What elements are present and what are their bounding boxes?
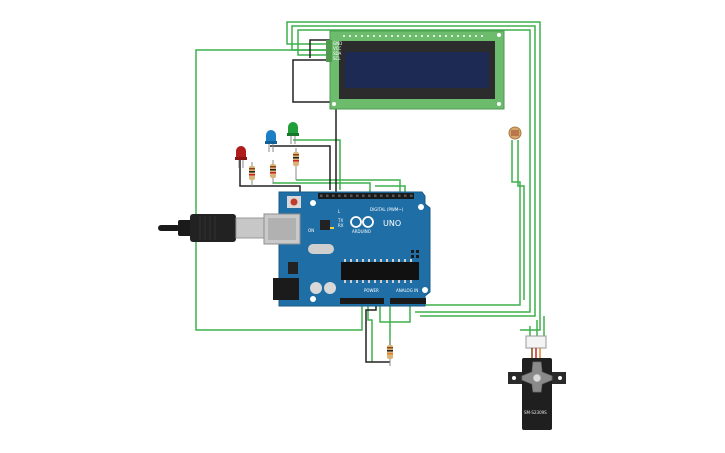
servo-model-text: SM-S2309S (524, 410, 547, 415)
lcd-mount-hole (332, 102, 336, 106)
resistor-blue-led[interactable] (270, 160, 276, 184)
capacitor (324, 282, 336, 294)
usb-cable[interactable] (158, 214, 267, 242)
capacitor (310, 282, 322, 294)
l-label: L (338, 209, 341, 214)
led-blue-body (266, 130, 276, 142)
crystal-oscillator (308, 244, 334, 254)
wire-bottom-black[interactable] (365, 300, 390, 363)
rx-label: RX (338, 223, 344, 228)
usb-cable-tail (158, 225, 180, 231)
servo-connector[interactable] (525, 335, 547, 349)
resistor-green-led[interactable] (293, 148, 299, 180)
board-mount-hole (418, 204, 424, 210)
atmega-chip (341, 262, 419, 280)
wire-lcd-black-2[interactable] (309, 39, 330, 58)
board-mount-hole (310, 296, 316, 302)
analog-header[interactable] (390, 298, 426, 304)
servo-shaft (532, 373, 542, 383)
tx-label: TX (337, 218, 343, 223)
wire-bottom-3[interactable] (379, 300, 411, 323)
resistor-red-led[interactable] (249, 162, 255, 186)
lcd-mount-hole (497, 102, 501, 106)
usb-metal-shell (235, 217, 267, 239)
wire-ldr-2[interactable] (517, 140, 525, 300)
lcd-header-pins (343, 35, 483, 37)
resistor-bottom[interactable] (387, 340, 393, 366)
regulator (288, 262, 298, 274)
power-header[interactable] (340, 298, 384, 304)
wire-left-loop[interactable] (195, 49, 363, 331)
atmega-pins (344, 259, 412, 283)
wire-blue-led-black[interactable] (270, 145, 331, 190)
led-green-body (288, 122, 298, 134)
digital-pin-holes[interactable] (320, 194, 413, 198)
green-wires[interactable] (195, 21, 545, 362)
wire-led-res-1[interactable] (273, 182, 371, 192)
arduino-uno[interactable]: DIGITAL (PWM~) ARDUINO UNO TX RX L ON PO… (263, 191, 431, 307)
lcd-pin-vcc: VCC (333, 46, 342, 51)
lcd-mount-hole (497, 33, 501, 37)
led-green-base (287, 133, 299, 136)
led-red-base (235, 157, 247, 160)
wire-board-top-3[interactable] (375, 185, 406, 192)
reset-button[interactable] (290, 198, 298, 206)
led-blue[interactable] (265, 130, 277, 152)
led-blue-base (265, 141, 277, 144)
board-mount-hole (310, 200, 316, 206)
led-red-body (236, 146, 246, 158)
servo-motor[interactable]: SM-S2309S (508, 335, 566, 430)
lcd-pin-scl: SCL (333, 56, 341, 61)
analog-header-label: ANALOG IN (396, 288, 418, 293)
on-led (330, 227, 334, 229)
board-mount-hole (422, 287, 428, 293)
icsp-header (411, 250, 419, 258)
digital-header-label: DIGITAL (PWM~) (370, 207, 404, 212)
wire-lcd-black-1[interactable] (292, 59, 337, 192)
usb-strain-relief (178, 220, 192, 236)
arduino-logo (350, 216, 374, 228)
led-green[interactable] (287, 122, 299, 144)
black-wires[interactable] (239, 39, 390, 363)
photoresistor[interactable] (508, 126, 522, 140)
usb-plug-body (190, 214, 236, 242)
lcd-screen (345, 52, 489, 88)
wire-ldr-1[interactable] (405, 140, 521, 306)
power-jack[interactable] (273, 278, 299, 300)
wire-lcd-top-3[interactable] (297, 29, 531, 313)
led-red[interactable] (235, 146, 247, 168)
lcd-pin-gnd: GND (333, 41, 342, 46)
lcd-pin-sda: SDA (333, 51, 342, 56)
power-header-label: POWER (364, 288, 379, 293)
wire-red-led-black[interactable] (239, 160, 301, 192)
arduino-brand-text: ARDUINO (352, 229, 371, 234)
lcd-display[interactable]: GND VCC SDA SCL (326, 30, 505, 110)
arduino-model-text: UNO (383, 219, 401, 228)
wire-green-led[interactable] (293, 139, 341, 190)
ldr-track (511, 130, 519, 136)
lcd-i2c-pins[interactable]: GND VCC SDA SCL (326, 40, 342, 62)
on-label: ON (308, 228, 314, 233)
usb-chip (320, 220, 330, 230)
digital-header[interactable] (318, 193, 414, 199)
